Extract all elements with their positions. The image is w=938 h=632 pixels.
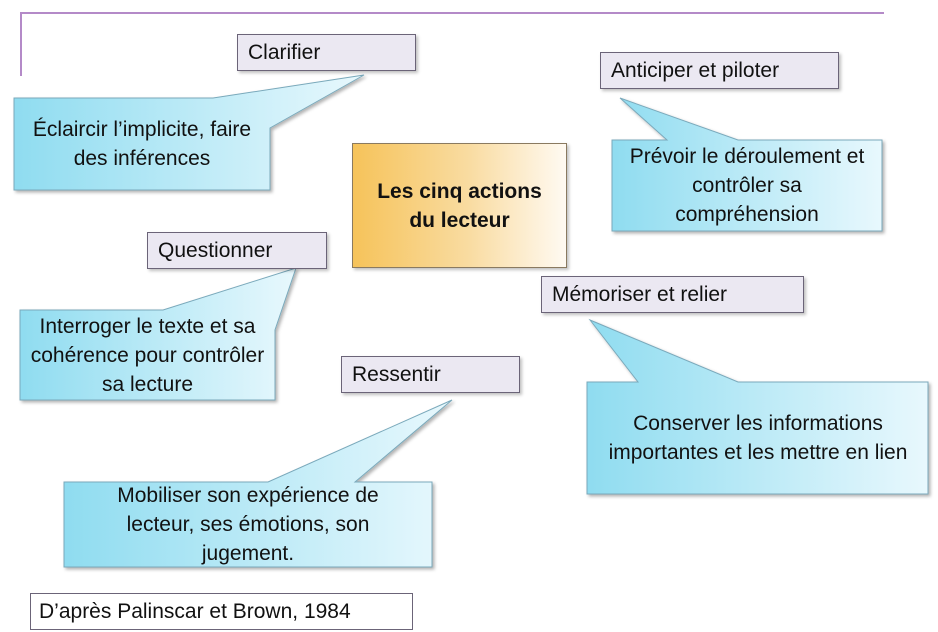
- callout-questionner: [19, 267, 297, 401]
- label-anticiper: Anticiper et piloter: [600, 52, 839, 89]
- central-title: Les cinq actions du lecteur: [377, 179, 542, 232]
- label-memoriser: Mémoriser et relier: [541, 276, 804, 313]
- label-clarifier: Clarifier: [237, 34, 416, 71]
- central-title-box: Les cinq actions du lecteur: [352, 143, 567, 268]
- callout-ressentir: [63, 399, 453, 568]
- label-questionner: Questionner: [147, 232, 327, 269]
- callout-clarifier: [13, 74, 365, 191]
- callout-anticiper: [611, 97, 883, 232]
- description-ressentir: Mobiliser son expérience de lecteur, ses…: [117, 484, 379, 565]
- description-memoriser: Conserver les informations importantes e…: [608, 412, 908, 464]
- description-questionner: Interroger le texte et sa cohérence pour…: [30, 314, 265, 396]
- callout-memoriser: [586, 318, 929, 495]
- description-clarifier: Éclaircir l’implicite, faire des inféren…: [32, 118, 252, 170]
- frame-left-line: [20, 12, 22, 76]
- description-anticiper: Prévoir le déroulement et contrôler sa c…: [629, 145, 865, 226]
- source-citation: D’après Palinscar et Brown, 1984: [30, 593, 413, 630]
- frame-top-line: [20, 12, 884, 14]
- label-ressentir: Ressentir: [341, 356, 520, 393]
